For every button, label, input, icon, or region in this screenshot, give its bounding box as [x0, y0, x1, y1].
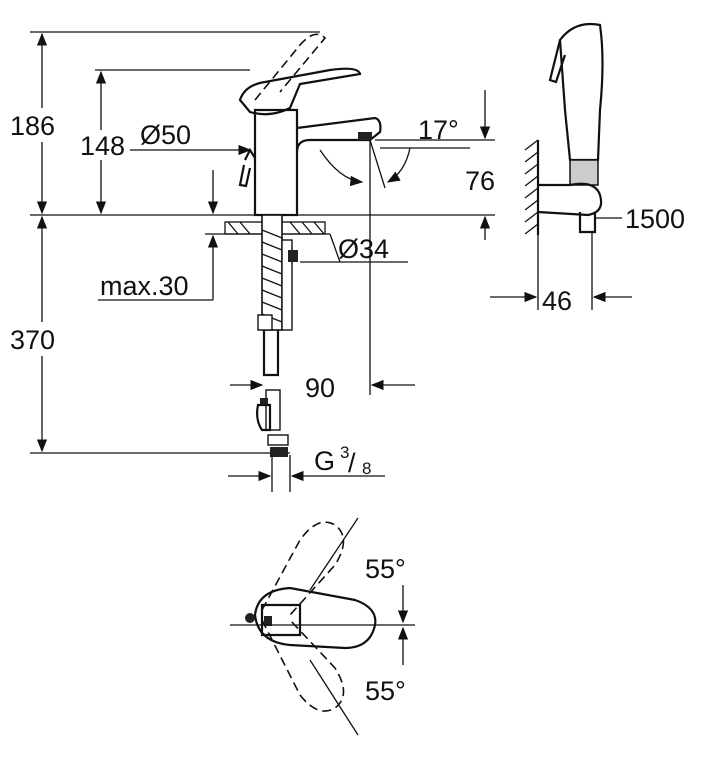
dimension-diameter-50: Ø50: [130, 120, 252, 156]
label-thread-slash: /: [348, 448, 356, 478]
label-46: 46: [542, 286, 572, 316]
faucet-side-view: [224, 33, 382, 457]
dimension-max-30: max.30: [98, 170, 330, 301]
dimension-thread: G 3 / 8: [228, 443, 385, 492]
label-55-deg-bottom: 55°: [365, 676, 406, 706]
label-max-30: max.30: [100, 271, 189, 301]
label-thread-den: 8: [362, 459, 371, 478]
dimension-148: 148: [78, 70, 130, 215]
label-diameter-34: Ø34: [338, 234, 389, 264]
label-186: 186: [10, 111, 55, 141]
label-148: 148: [80, 131, 125, 161]
label-55-deg-top: 55°: [365, 554, 406, 584]
dimension-370: 370: [8, 215, 76, 453]
label-thread-num: 3: [340, 443, 349, 462]
hand-shower-side-view: 1500: [524, 22, 685, 235]
label-370: 370: [10, 325, 55, 355]
label-1500: 1500: [625, 204, 685, 234]
dimension-76: 76: [375, 90, 495, 240]
label-diameter-50: Ø50: [140, 120, 191, 150]
label-76: 76: [465, 166, 495, 196]
label-thread-g: G: [314, 446, 335, 476]
dimension-angle-17: 17°: [319, 115, 470, 189]
dimension-186: 186: [8, 32, 76, 215]
faucet-top-view: 55° 55°: [230, 517, 415, 736]
dimension-diameter-34: Ø34: [300, 233, 408, 264]
dimension-46: 46: [490, 232, 632, 316]
dimension-90: 90: [230, 140, 415, 403]
label-90: 90: [305, 373, 335, 403]
